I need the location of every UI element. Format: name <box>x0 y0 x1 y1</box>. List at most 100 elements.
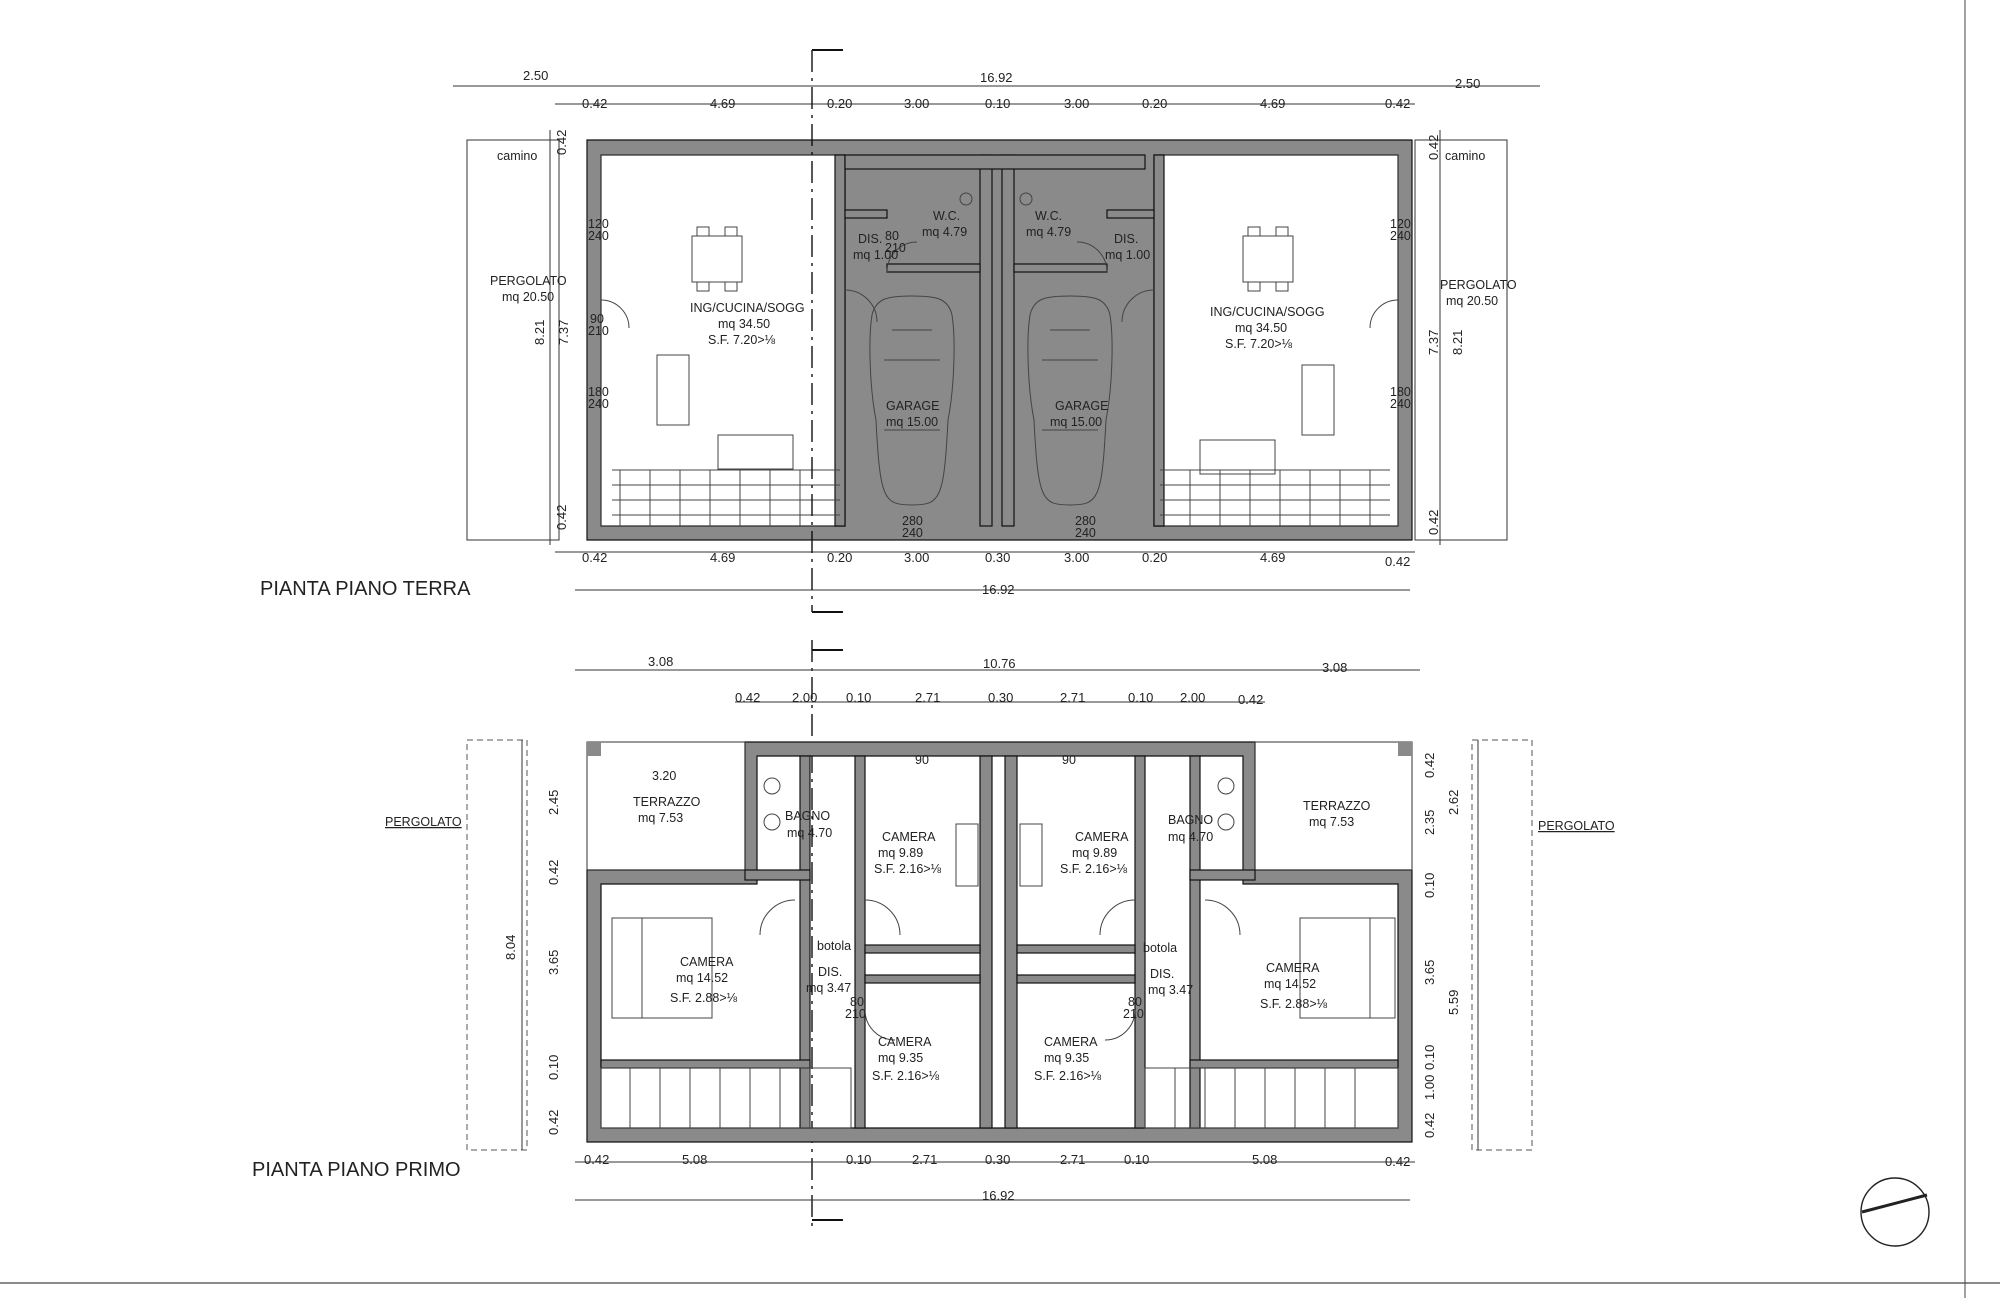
pergolato-left-area: mq 20.50 <box>502 290 554 304</box>
car-left-icon <box>869 295 955 506</box>
dim-label: 0.10 <box>985 96 1010 111</box>
dim-label: 0.20 <box>1142 96 1167 111</box>
stairs-left-icon <box>612 469 840 526</box>
dim-label: 2.35 <box>1422 810 1437 835</box>
room-area: mq 15.00 <box>886 415 938 429</box>
wall-camera-tr <box>1016 944 1136 954</box>
room-name: DIS. <box>858 232 882 246</box>
room-area: mq 1.00 <box>853 248 898 262</box>
wall-camera <box>600 1059 811 1069</box>
camino-label: camino <box>1445 149 1485 163</box>
dim-label: 0.42 <box>582 96 607 111</box>
dim-label: 3.00 <box>904 96 929 111</box>
pergolato-right-label: PERGOLATO <box>1538 819 1615 833</box>
room-name: ING/CUCINA/SOGG <box>690 301 805 315</box>
dim-label: 0.42 <box>1422 753 1437 778</box>
dim-label: 0.42 <box>1385 1154 1410 1169</box>
room-name: CAMERA <box>1044 1035 1098 1049</box>
window-code: 90 <box>590 312 604 326</box>
window-code: 120 <box>1390 217 1411 231</box>
pergolato-right-outline <box>1414 139 1508 541</box>
room-area: mq 7.53 <box>1309 815 1354 829</box>
pergolato-left-outline <box>466 139 560 541</box>
outer-walls-first <box>586 741 1413 1143</box>
window-code: 210 <box>1123 1007 1144 1021</box>
door-arc <box>1121 289 1155 323</box>
wall-top-service <box>844 154 1146 170</box>
wall-camera-tl <box>864 944 981 954</box>
botola-label: botola <box>817 939 851 953</box>
wc-left-icon <box>959 192 973 206</box>
dim-label: 0.42 <box>1426 135 1441 160</box>
sofa-left-2-icon <box>717 434 794 470</box>
wardrobe-icon <box>955 823 979 887</box>
pergolato-left-outline <box>466 739 528 1151</box>
dim-label: 3.00 <box>1064 550 1089 565</box>
room-name: BAGNO <box>1168 813 1213 827</box>
room-name: W.C. <box>933 209 960 223</box>
room-name: TERRAZZO <box>1303 799 1371 813</box>
wall-camera <box>1189 1059 1399 1069</box>
terrazzo-width: 3.20 <box>652 769 676 783</box>
dim-label: 2.62 <box>1446 790 1461 815</box>
dim-label: 2.00 <box>1180 690 1205 705</box>
wall-wc <box>1013 263 1108 273</box>
room-area: mq 9.89 <box>1072 846 1117 860</box>
room-area: mq 4.79 <box>922 225 967 239</box>
dim-label: 2.45 <box>546 790 561 815</box>
room-name: DIS. <box>1150 967 1174 981</box>
door-arc <box>600 299 630 329</box>
room-sf: S.F. 2.88>⅛ <box>670 991 738 1005</box>
wall-party <box>1001 154 1015 527</box>
bed-right-icon <box>1299 917 1396 1019</box>
ground-floor-plan: 2.50 16.92 2.50 0.42 4.69 0.20 3.00 0.10… <box>260 68 1540 600</box>
section-markers <box>812 49 843 1221</box>
car-right-icon <box>1027 295 1113 506</box>
door-arc <box>759 899 796 936</box>
dim-label: 2.00 <box>792 690 817 705</box>
dims-bottom-inner-ground: 0.42 4.69 0.20 3.00 0.30 3.00 0.20 4.69 … <box>582 550 1410 569</box>
wall <box>1153 154 1165 527</box>
room-name: CAMERA <box>878 1035 932 1049</box>
dim-label: 0.42 <box>582 550 607 565</box>
wall-dis <box>844 209 888 219</box>
dim-label: 8.21 <box>532 320 547 345</box>
room-name: GARAGE <box>886 399 940 413</box>
wall <box>1189 755 1201 1129</box>
wall-dis <box>1106 209 1155 219</box>
dim-label: 7.37 <box>1426 330 1441 355</box>
pergolato-left-label: PERGOLATO <box>385 815 462 829</box>
door-arc <box>864 899 901 936</box>
stairs-right-icon <box>1160 469 1390 526</box>
room-sf: S.F. 7.20>⅛ <box>708 333 776 347</box>
dim-label: 0.10 <box>546 1055 561 1080</box>
dining-table-left-icon <box>691 226 743 292</box>
corner-column <box>1398 742 1412 756</box>
wall-wc <box>886 263 981 273</box>
ground-floor-title: PIANTA PIANO TERRA <box>260 578 471 600</box>
dim-label: 16.92 <box>980 70 1013 85</box>
room-name: CAMERA <box>680 955 734 969</box>
stairs-first-left-icon <box>600 1067 852 1129</box>
window-code: 210 <box>845 1007 866 1021</box>
dim-label: 10.76 <box>983 656 1016 671</box>
dim-label: 0.20 <box>827 550 852 565</box>
dims-top-inner-first: 0.42 2.00 0.10 2.71 0.30 2.71 0.10 2.00 … <box>735 690 1263 707</box>
window-code: 240 <box>588 229 609 243</box>
wc-icon <box>1217 777 1235 795</box>
wall-bagno <box>1189 869 1256 881</box>
window-code: 240 <box>902 526 923 540</box>
window-code: 90 <box>915 753 929 767</box>
camino-label: camino <box>497 149 537 163</box>
dim-label: 0.30 <box>985 1152 1010 1167</box>
botola-label: botola <box>1143 941 1177 955</box>
dim-label: 8.04 <box>503 935 518 960</box>
dim-label: 0.10 <box>846 1152 871 1167</box>
wall-party <box>1004 755 1018 1129</box>
dim-label: 0.42 <box>1426 510 1441 535</box>
door-arc <box>864 1009 896 1041</box>
room-area: mq 4.70 <box>1168 830 1213 844</box>
dim-label: 0.20 <box>1142 550 1167 565</box>
window-code: 90 <box>1062 753 1076 767</box>
room-sf: S.F. 2.16>⅛ <box>1034 1069 1102 1083</box>
